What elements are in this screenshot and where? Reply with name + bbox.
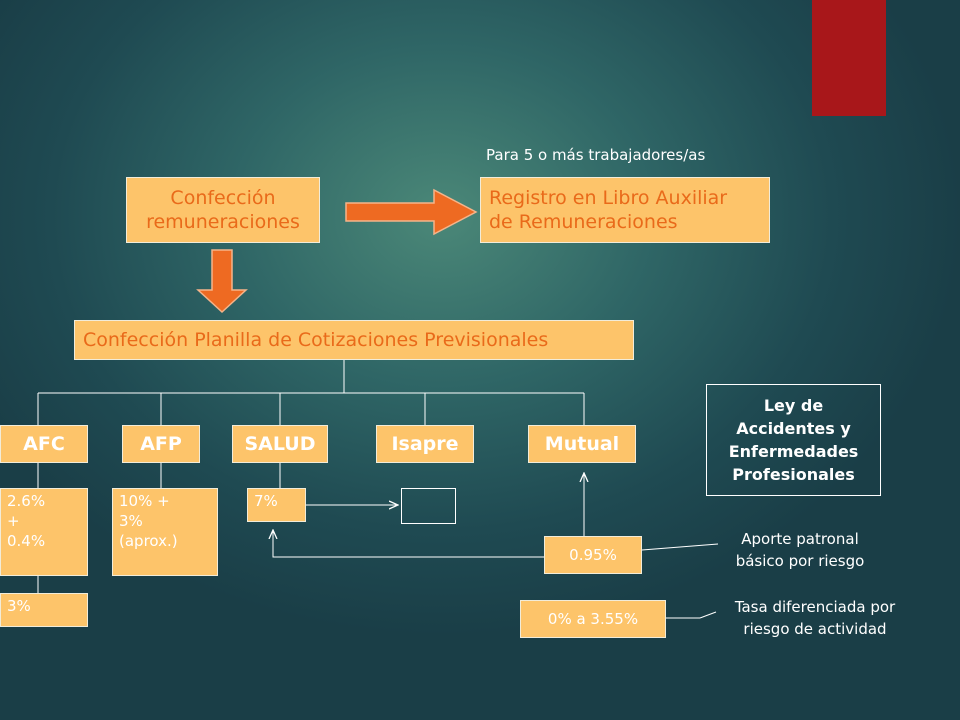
box-isapre-value [401, 488, 456, 524]
label-afp: AFP [122, 425, 200, 463]
value-mutual-diff: 0% a 3.55% [520, 600, 666, 638]
box-confeccion-remuneraciones: Confección remuneraciones [126, 177, 320, 243]
accent-bar [812, 0, 886, 116]
label-mutual: Mutual [528, 425, 636, 463]
value-afp: 10% + 3% (aprox.) [112, 488, 218, 576]
value-afc: 2.6% + 0.4% [0, 488, 88, 576]
tasa-line-b [699, 611, 717, 619]
note-aporte-patronal: Aporte patronal básico por riesgo [735, 530, 865, 570]
arrow-down [196, 249, 248, 314]
mutual-salud-arrow [273, 530, 544, 558]
label-afc: AFC [0, 425, 88, 463]
note-tasa-diferenciada: Tasa diferenciada por riesgo de activida… [734, 598, 896, 638]
aporte-line [641, 543, 719, 551]
value-mutual-basic: 0.95% [544, 536, 642, 574]
note-trabajadores: Para 5 o más trabajadores/as [486, 146, 706, 164]
box-planilla-cotizaciones: Confección Planilla de Cotizaciones Prev… [74, 320, 634, 360]
label-salud: SALUD [232, 425, 328, 463]
box-ley-accidentes: Ley de Accidentes y Enfermedades Profesi… [706, 384, 881, 496]
box-registro-libro: Registro en Libro Auxiliar de Remuneraci… [480, 177, 770, 243]
label-isapre: Isapre [376, 425, 474, 463]
arrow-right [345, 188, 478, 236]
value-afc-extra: 3% [0, 593, 88, 627]
value-salud: 7% [247, 488, 306, 522]
